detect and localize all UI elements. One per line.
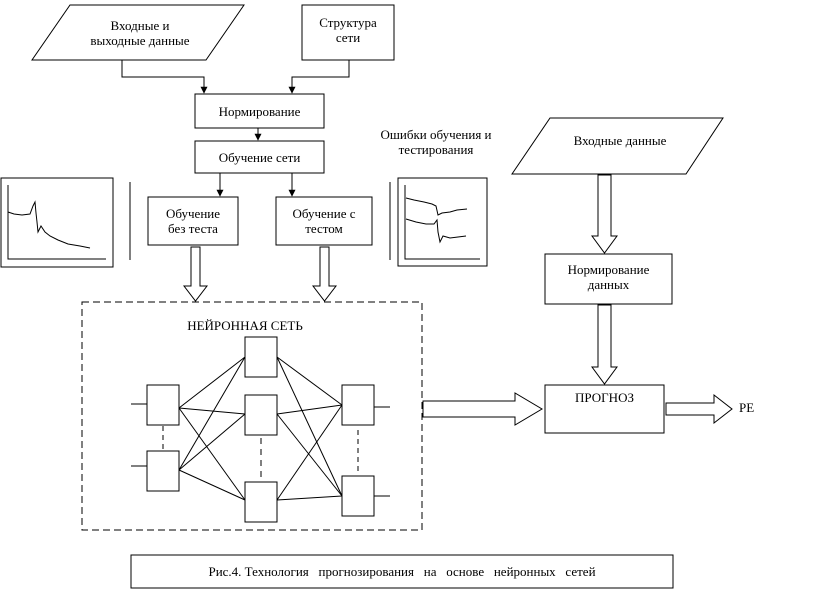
error-plot-right	[397, 177, 488, 267]
input-data-shape	[511, 117, 724, 175]
caption-frame	[130, 554, 674, 589]
structure-box	[301, 4, 395, 61]
neuron-hidden-3	[244, 481, 278, 523]
error-curve-train	[405, 197, 468, 216]
input-output-shape	[31, 4, 245, 61]
error-plot-left	[0, 177, 114, 268]
train-no-test-box	[147, 196, 239, 246]
errors-caption: Ошибки обучения и тестирования	[380, 127, 492, 157]
hollow-arrow-withtest	[311, 246, 338, 302]
network-connections	[178, 356, 343, 501]
error-axes-left	[7, 185, 106, 260]
error-curve-test	[405, 218, 467, 244]
neuron-output-1	[341, 384, 375, 426]
train-with-test-label: Обучение с тестом	[292, 206, 356, 236]
network-title: НЕЙРОННАЯ СЕТЬ	[187, 318, 303, 333]
connector-struct-to-norm	[288, 60, 350, 94]
hollow-arrow-network-to-forecast	[422, 392, 543, 426]
normalization-box	[194, 93, 325, 129]
train-no-test-label: Обучение без теста	[166, 206, 220, 236]
training-box	[194, 140, 325, 174]
hollow-arrow-input-to-norm	[591, 174, 618, 254]
train-with-test-box	[275, 196, 373, 246]
error-curve-left	[7, 200, 91, 249]
neural-network-frame	[81, 301, 423, 531]
input-output-label: Входные и выходные данные	[90, 18, 190, 48]
normalization-data-label: Нормирование данных	[567, 262, 650, 292]
neuron-input-1	[146, 384, 180, 426]
normalization-data-box	[544, 253, 673, 305]
structure-label: Структура сети	[319, 15, 377, 45]
neuron-output-2	[341, 475, 375, 517]
neuron-hidden-1	[244, 336, 278, 378]
output-label: РЕ	[739, 400, 755, 415]
hollow-arrow-norm-to-forecast	[591, 304, 618, 385]
figure-caption: Рис.4. Технология прогнозирования на осн…	[208, 564, 596, 579]
connector-io-to-norm	[121, 60, 208, 94]
normalization-label: Нормирование	[218, 103, 301, 119]
forecast-box	[544, 384, 665, 434]
error-axes-right	[404, 185, 480, 260]
hollow-arrow-forecast-to-output	[665, 393, 733, 425]
neuron-hidden-2	[244, 394, 278, 436]
input-data-label: Входные данные	[573, 132, 667, 148]
neuron-input-2	[146, 450, 180, 492]
hollow-arrow-notest	[182, 246, 209, 302]
forecast-label: ПРОГНОЗ	[575, 389, 634, 405]
training-label: Обучение сети	[218, 149, 301, 165]
